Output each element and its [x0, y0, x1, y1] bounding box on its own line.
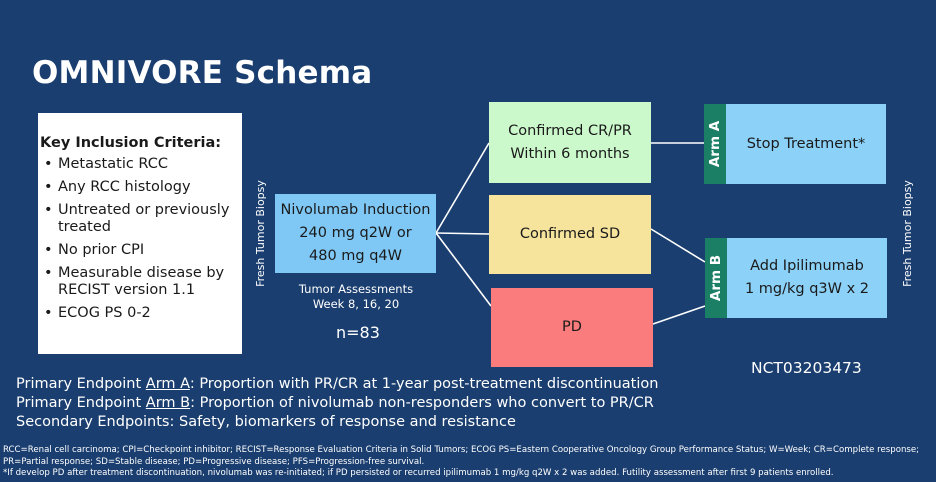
- add-ipilimumab-box: Add Ipilimumab 1 mg/kg q3W x 2: [727, 238, 887, 318]
- endpoints-block: Primary Endpoint Arm A: Proportion with …: [16, 375, 658, 432]
- induction-line-1: Nivolumab Induction: [280, 202, 431, 218]
- cr-line-1: Confirmed CR/PR: [508, 122, 632, 139]
- fresh-biopsy-label-right: Fresh Tumor Biopsy: [900, 179, 914, 287]
- criteria-item: ECOG PS 0-2: [40, 305, 238, 322]
- criteria-item: Metastatic RCC: [40, 156, 238, 173]
- connector-pd-to-arm-b: [652, 305, 706, 325]
- pd-box: PD: [491, 288, 653, 367]
- connector-induction-to-pd: [435, 232, 492, 307]
- tumor-assessments-label: Tumor Assessments Week 8, 16, 20: [298, 282, 414, 311]
- inclusion-criteria-box: Key Inclusion Criteria: Metastatic RCC A…: [38, 113, 242, 354]
- confirmed-sd-box: Confirmed SD: [489, 195, 651, 274]
- criteria-item: No prior CPI: [40, 242, 238, 259]
- criteria-item: Untreated or previously treated: [40, 202, 238, 236]
- connector-sd-to-arm-b: [650, 228, 706, 263]
- induction-line-3: 480 mg q4W: [309, 248, 402, 264]
- criteria-item: Any RCC histology: [40, 179, 238, 196]
- arm-b-tab: Arm B: [705, 238, 727, 318]
- footnote-line-1: RCC=Renal cell carcinoma; CPI=Checkpoint…: [3, 445, 920, 455]
- primary-endpoint-a: Primary Endpoint Arm A: Proportion with …: [16, 376, 659, 392]
- criteria-heading: Key Inclusion Criteria:: [40, 135, 222, 151]
- ipilimumab-line-2: 1 mg/kg q3W x 2: [744, 281, 870, 297]
- connector-induction-to-sd: [435, 232, 490, 235]
- primary-endpoint-b: Primary Endpoint Arm B: Proportion of ni…: [16, 395, 654, 411]
- stop-treatment-box: Stop Treatment*: [726, 104, 886, 184]
- nivolumab-induction-box: Nivolumab Induction 240 mg q2W or 480 mg…: [275, 194, 436, 273]
- footnote-line-3: *If develop PD after treatment discontin…: [3, 468, 834, 478]
- ipilimumab-line-1: Add Ipilimumab: [750, 258, 864, 274]
- footnotes: RCC=Renal cell carcinoma; CPI=Checkpoint…: [3, 445, 919, 480]
- criteria-list: Metastatic RCC Any RCC histology Untreat…: [40, 156, 238, 322]
- nct-number: NCT03203473: [751, 359, 862, 377]
- induction-line-2: 240 mg q2W or: [299, 225, 412, 241]
- secondary-endpoints: Secondary Endpoints: Safety, biomarkers …: [16, 414, 516, 430]
- connector-induction-to-cr: [435, 142, 490, 234]
- cr-line-2: Within 6 months: [510, 145, 630, 162]
- criteria-item: Measurable disease by RECIST version 1.1: [40, 265, 238, 299]
- confirmed-cr-pr-box: Confirmed CR/PR Within 6 months: [489, 102, 651, 183]
- sample-size: n=83: [336, 323, 380, 342]
- arm-a-tab: Arm A: [704, 104, 726, 184]
- footnote-line-2: PR=Partial response; SD=Stable disease; …: [3, 456, 425, 467]
- slide-title: OMNIVORE Schema: [32, 55, 373, 91]
